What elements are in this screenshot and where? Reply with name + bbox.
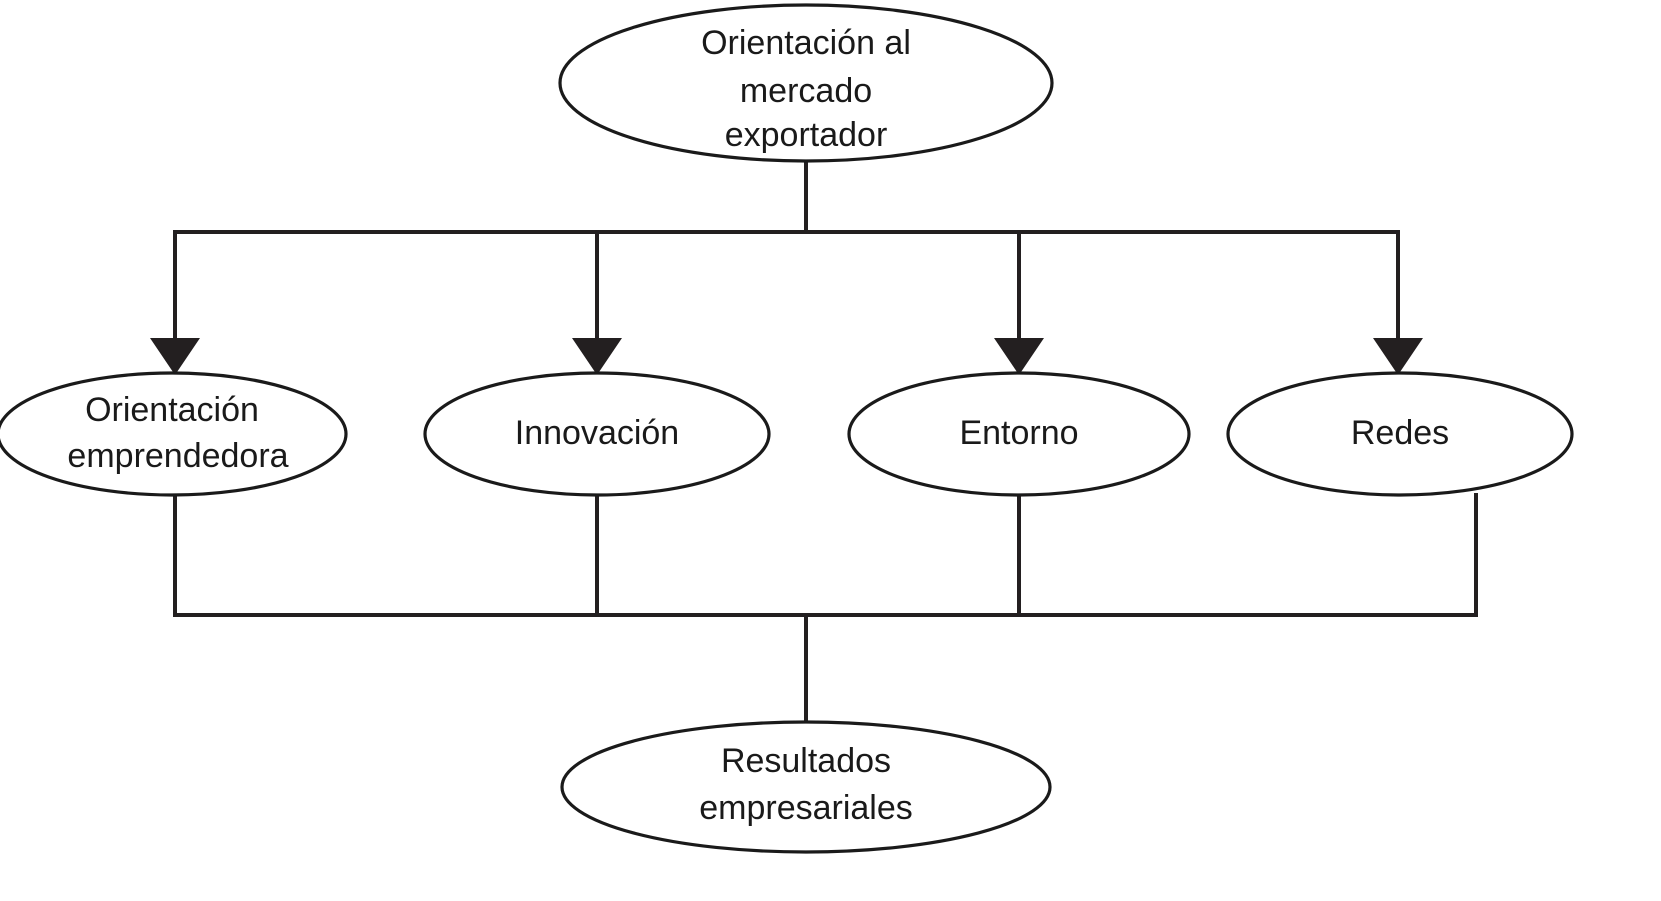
node-label-orientacion-mercado-exportador-line-1: Orientación al <box>701 24 911 62</box>
node-label-redes-line-1: Redes <box>1351 414 1449 452</box>
node-entorno[interactable]: Entorno <box>847 371 1191 497</box>
connector-group-top <box>150 158 1423 375</box>
ellipse-innovacion[interactable] <box>423 371 771 497</box>
node-resultados-empresariales[interactable]: Resultados empresariales <box>560 720 1052 854</box>
node-label-orientacion-emprendedora-line-2: emprendedora <box>67 437 288 475</box>
arrow-head-entorno <box>994 338 1044 375</box>
connector-group-bottom <box>173 493 1478 723</box>
arrow-head-redes <box>1373 338 1423 375</box>
node-label-orientacion-mercado-exportador-line-2: mercado <box>740 72 872 110</box>
node-label-innovacion-line-1: Innovación <box>515 414 679 452</box>
node-label-orientacion-emprendedora-line-1: Orientación <box>85 391 259 429</box>
node-orientacion-emprendedora[interactable]: Orientación emprendedora <box>0 371 348 497</box>
ellipse-entorno[interactable] <box>847 371 1191 497</box>
ellipse-resultados-empresariales[interactable] <box>560 720 1052 854</box>
ellipse-orientacion-emprendedora[interactable] <box>0 371 348 497</box>
node-innovacion[interactable]: Innovación <box>423 371 771 497</box>
node-redes[interactable]: Redes <box>1226 371 1574 497</box>
node-label-resultados-empresariales-line-1: Resultados <box>721 742 891 780</box>
arrow-head-orientacion-emprendedora <box>150 338 200 375</box>
node-label-orientacion-mercado-exportador-line-3: exportador <box>725 116 888 154</box>
ellipse-redes[interactable] <box>1226 371 1574 497</box>
ellipse-orientacion-mercado-exportador[interactable] <box>558 3 1054 163</box>
arrow-head-innovacion <box>572 338 622 375</box>
node-label-resultados-empresariales-line-2: empresariales <box>699 789 913 827</box>
node-orientacion-mercado-exportador[interactable]: Orientación al mercado exportador <box>558 3 1054 163</box>
node-label-entorno-line-1: Entorno <box>959 414 1078 452</box>
